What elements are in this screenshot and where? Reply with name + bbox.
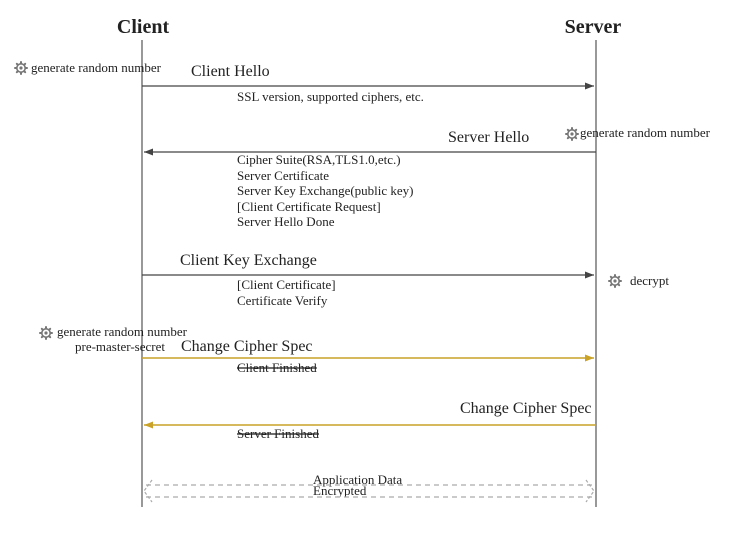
message-sublabel: Encrypted	[313, 483, 367, 498]
note-label: decrypt	[630, 273, 669, 288]
message-label: Server Hello	[448, 129, 529, 146]
client-title: Client	[117, 16, 170, 38]
note-label: generate random number	[31, 60, 162, 75]
server-change-cipher-message: Change Cipher Spec Server Finished	[144, 400, 596, 441]
note-label: generate random number	[580, 125, 711, 140]
server-decrypt-note: decrypt	[608, 273, 669, 288]
client-hello-message: Client Hello SSL version, supported ciph…	[142, 63, 594, 104]
message-label: Client Hello	[191, 63, 270, 80]
message-label: Application Data	[313, 472, 402, 487]
client-change-cipher-message: Change Cipher Spec Client Finished	[142, 338, 594, 375]
server-hello-message: Server Hello generate random number Ciph…	[144, 125, 711, 229]
message-label: Change Cipher Spec	[460, 400, 592, 417]
client-random-note-2: generate random number pre-master-secret	[39, 324, 188, 354]
server-title: Server	[565, 16, 622, 38]
message-label: Change Cipher Spec	[181, 338, 313, 355]
client-key-exchange-message: Client Key Exchange [Client Certificate]…	[142, 252, 594, 308]
message-label: Client Key Exchange	[180, 252, 317, 269]
gear-icon	[565, 127, 579, 141]
client-random-note-1: generate random number	[14, 60, 162, 75]
message-detail: [Client Certificate Request]	[237, 199, 381, 214]
message-detail: Server Certificate	[237, 168, 329, 183]
message-detail: [Client Certificate]	[237, 277, 336, 292]
message-detail: Certificate Verify	[237, 293, 328, 308]
note-label: generate random number	[57, 324, 188, 339]
gear-icon	[608, 274, 622, 288]
note-label: pre-master-secret	[75, 339, 165, 354]
server-random-note: generate random number	[565, 125, 711, 141]
message-detail: Cipher Suite(RSA,TLS1.0,etc.)	[237, 152, 401, 167]
application-data-message: Application Data Encrypted	[143, 472, 595, 503]
gear-icon	[14, 61, 28, 75]
message-detail: Server Key Exchange(public key)	[237, 183, 414, 198]
left-arrowhead	[143, 479, 153, 503]
message-detail: Client Finished	[237, 360, 317, 375]
message-detail: SSL version, supported ciphers, etc.	[237, 89, 424, 104]
message-detail: Server Hello Done	[237, 214, 335, 229]
right-arrowhead	[585, 479, 595, 503]
gear-icon	[39, 326, 53, 340]
message-detail: Server Finished	[237, 426, 319, 441]
